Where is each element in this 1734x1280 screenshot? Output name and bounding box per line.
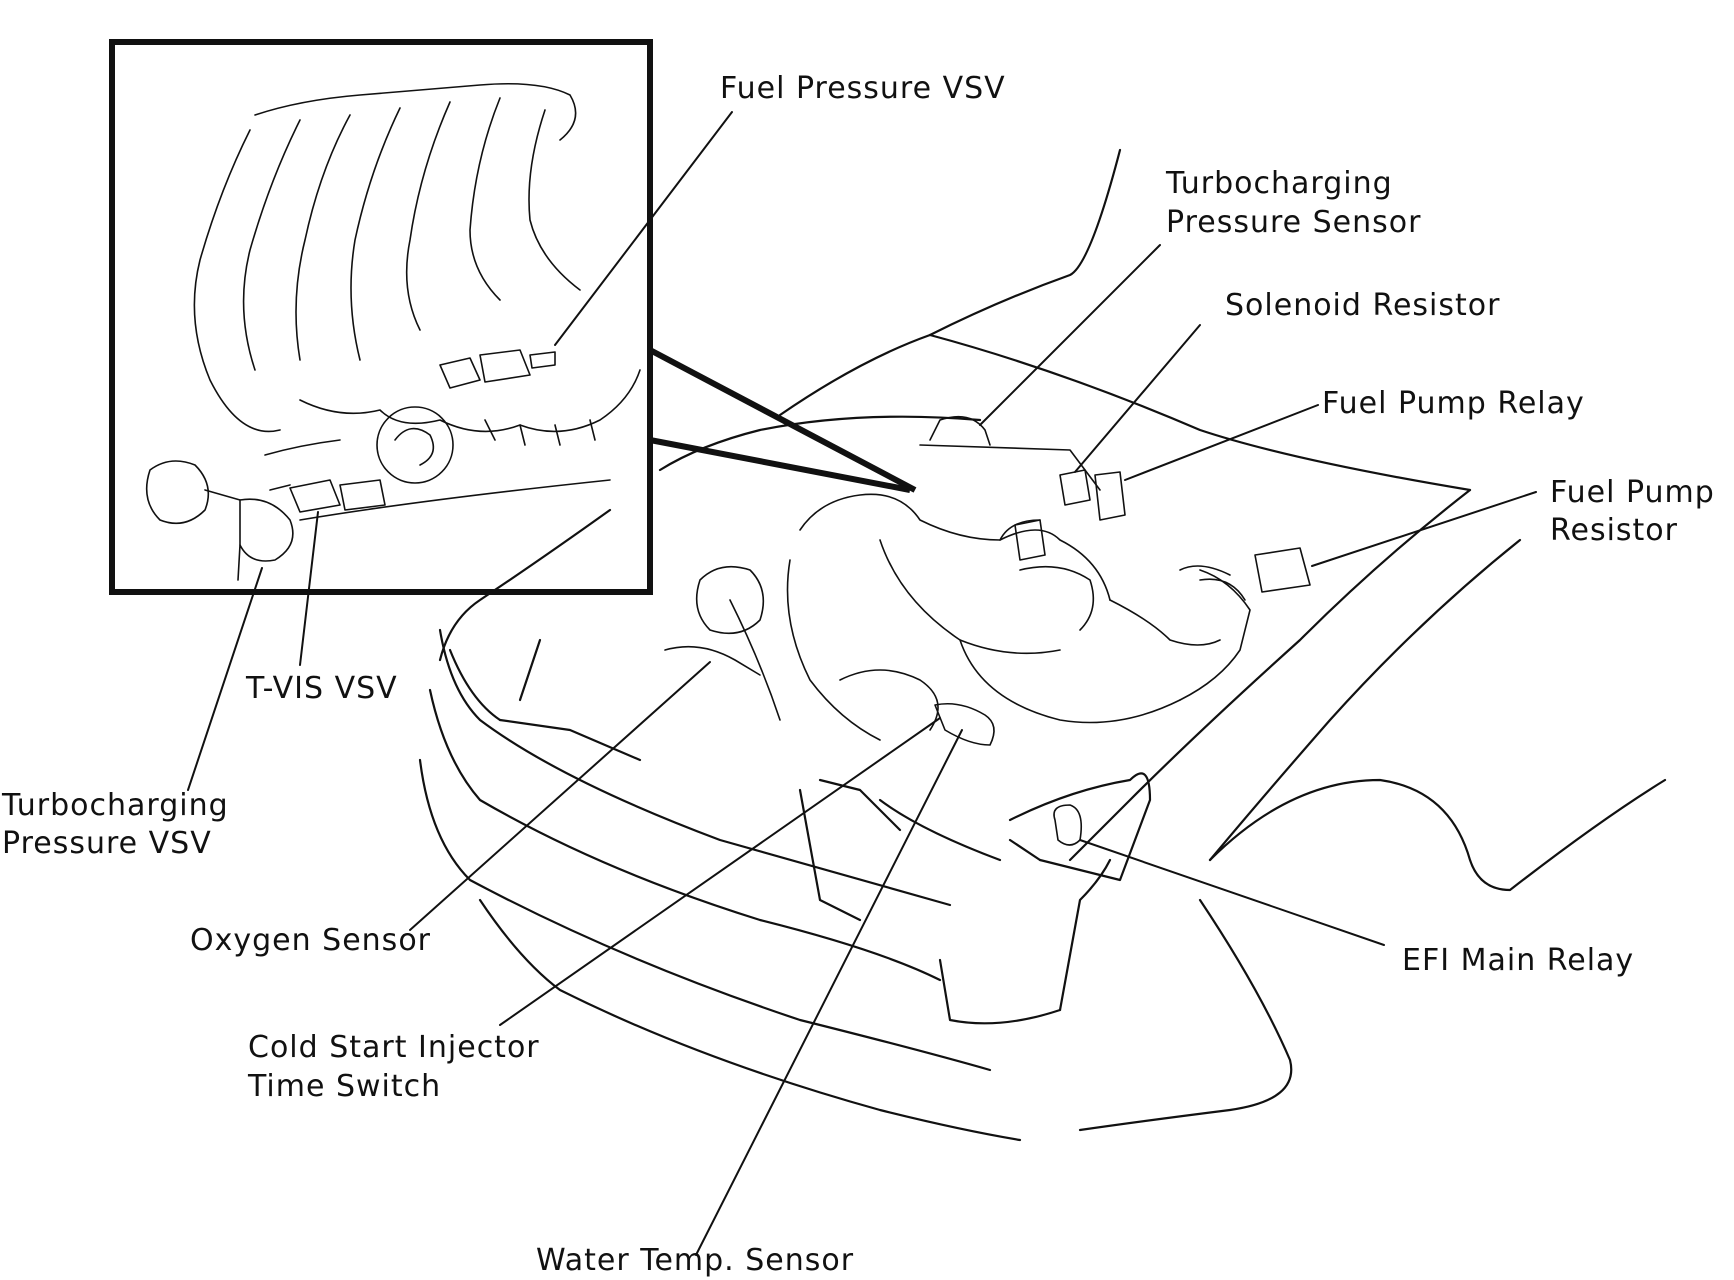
leader-lines: [187, 111, 1537, 1256]
label-tvis-vsv: T-VIS VSV: [245, 671, 398, 706]
leader-turbo-pressure-vsv: [187, 567, 263, 791]
leader-solenoid-resistor: [1074, 324, 1201, 473]
leader-fuel-pump-relay: [1124, 404, 1319, 481]
leader-cold-start: [499, 717, 941, 1026]
label-efi-main-relay: EFI Main Relay: [1402, 943, 1634, 978]
label-cold-start-line2: Time Switch: [247, 1069, 441, 1104]
label-turbo-pressure-vsv-line2: Pressure VSV: [2, 826, 212, 861]
leader-fuel-pump-resistor: [1311, 491, 1537, 567]
label-turbo-pressure-sensor-line1: Turbocharging: [1165, 166, 1393, 201]
label-fuel-pump-resistor-line2: Resistor: [1550, 513, 1678, 548]
label-turbo-pressure-sensor-line2: Pressure Sensor: [1166, 205, 1421, 240]
component-labels: Fuel Pressure VSV Turbocharging Pressure…: [1, 71, 1715, 1278]
label-fuel-pump-resistor-line1: Fuel Pump: [1550, 475, 1715, 510]
leader-water-temp: [695, 729, 963, 1256]
label-fuel-pressure-vsv: Fuel Pressure VSV: [720, 71, 1006, 106]
inset-detail-box: [109, 39, 917, 595]
leader-tvis-vsv: [299, 511, 319, 666]
label-solenoid-resistor: Solenoid Resistor: [1225, 288, 1500, 323]
label-cold-start-line1: Cold Start Injector: [248, 1030, 540, 1065]
label-oxygen-sensor: Oxygen Sensor: [190, 923, 431, 958]
leader-efi-main-relay: [1079, 839, 1385, 946]
car-body-outline: [418, 148, 1667, 1142]
leader-fuel-pressure-vsv: [554, 111, 733, 346]
engine-assembly: [664, 415, 1311, 846]
label-fuel-pump-relay: Fuel Pump Relay: [1322, 386, 1585, 421]
leader-turbo-pressure-sensor: [979, 244, 1161, 426]
label-water-temp-sensor: Water Temp. Sensor: [536, 1243, 854, 1278]
leader-oxygen-sensor: [409, 661, 711, 931]
label-turbo-pressure-vsv-line1: Turbocharging: [1, 788, 229, 823]
